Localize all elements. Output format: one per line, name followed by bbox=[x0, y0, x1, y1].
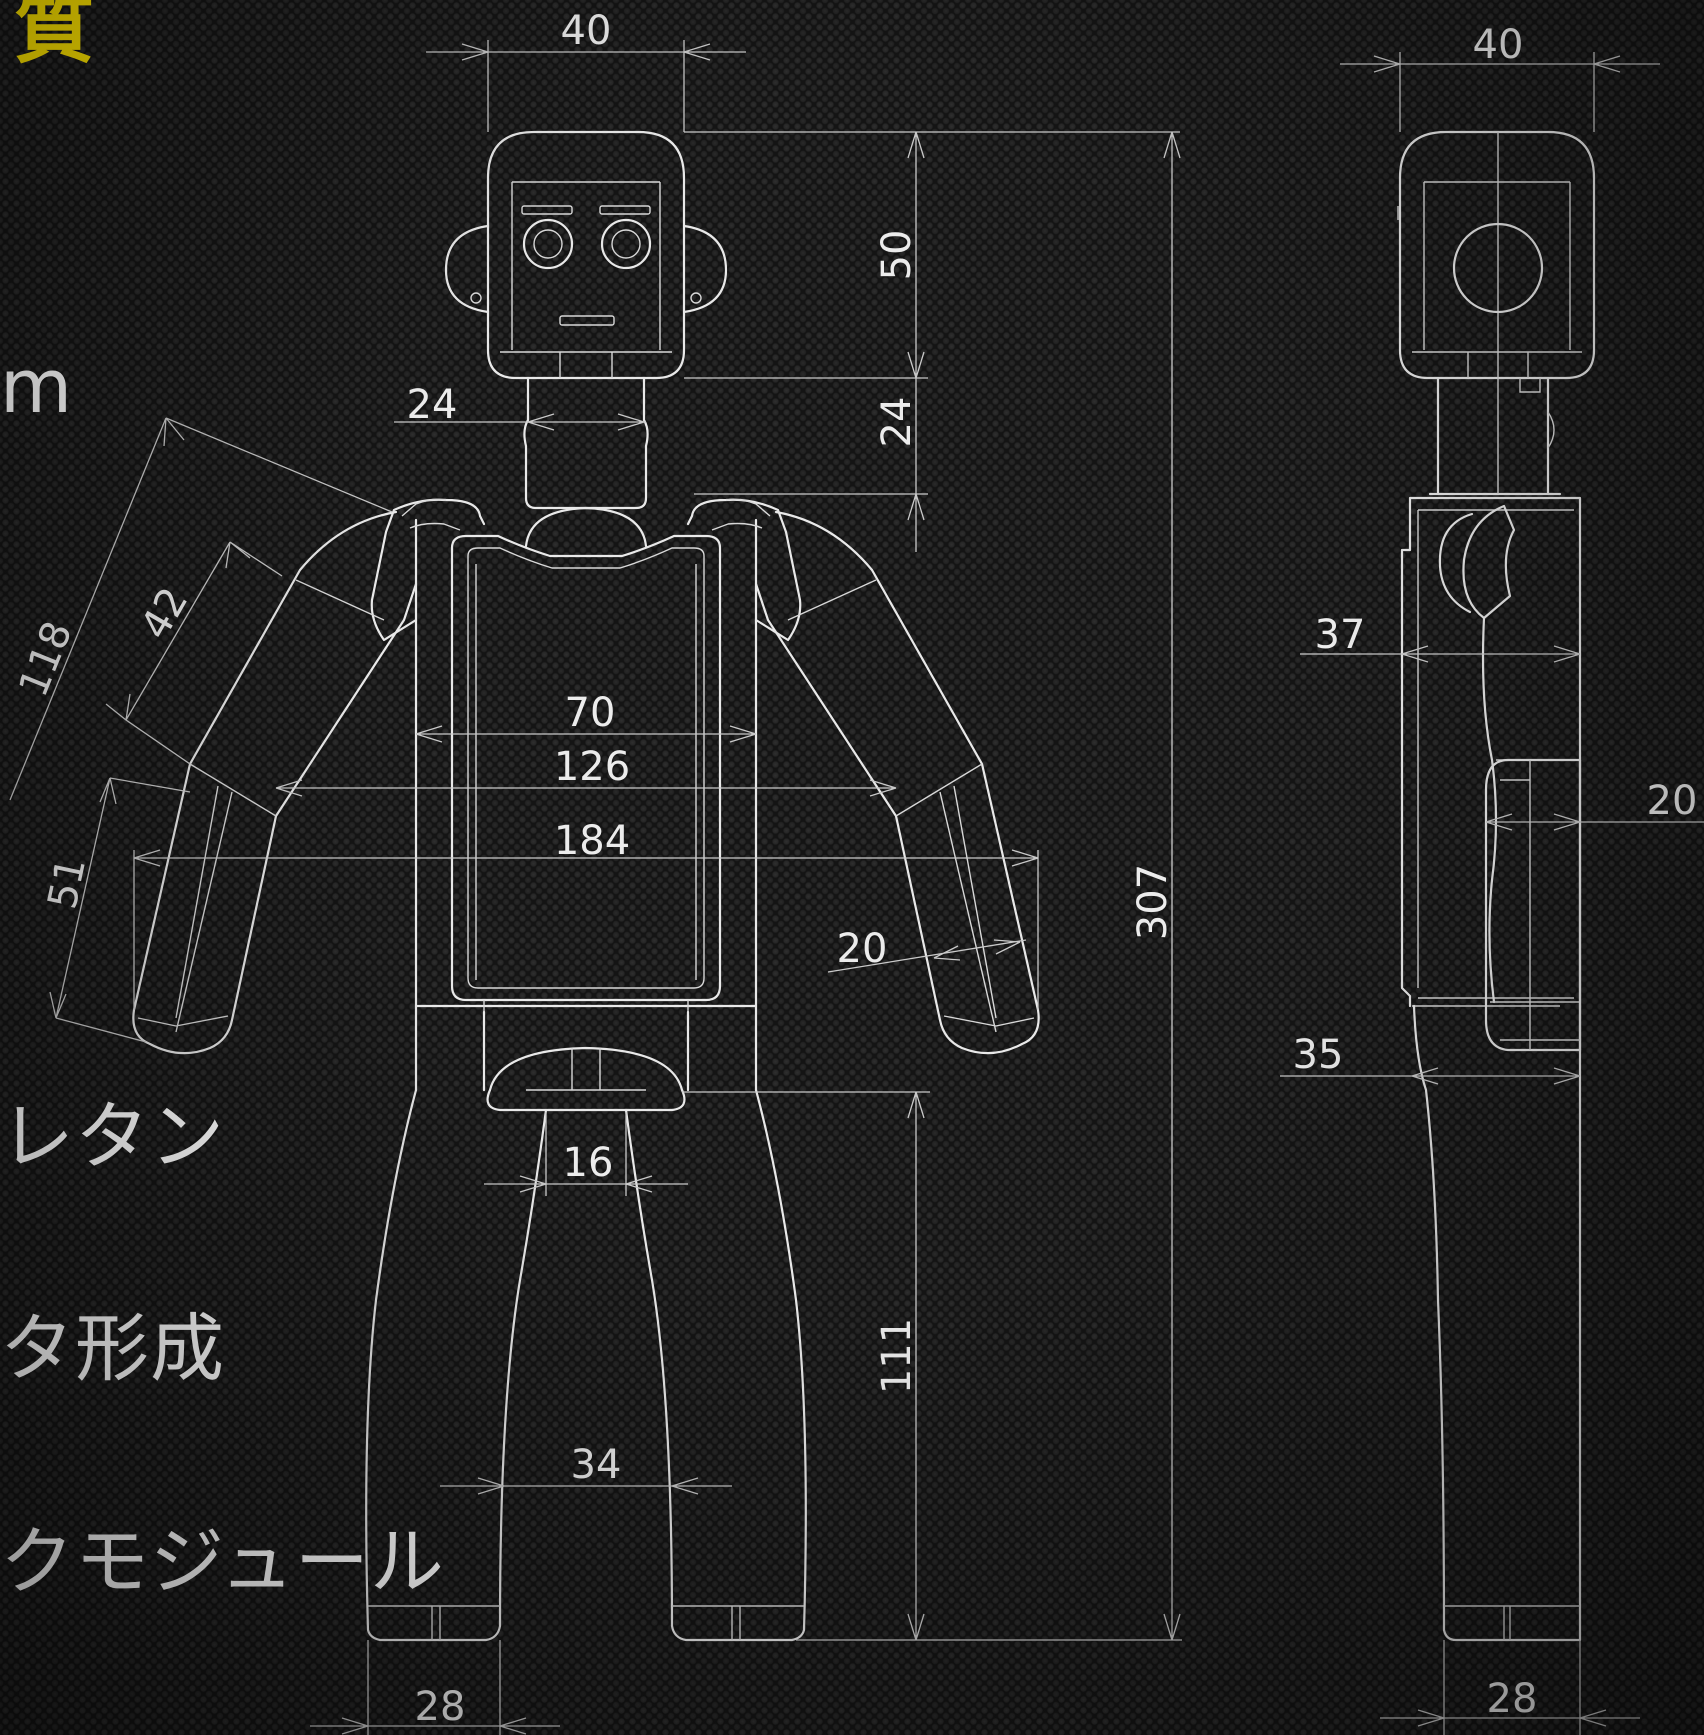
dim-side-hand: 20 bbox=[1647, 778, 1698, 824]
dim-arm-length: 118 bbox=[10, 615, 81, 703]
dim-front-foot-width: 28 bbox=[415, 1684, 466, 1730]
dim-forearm: 51 bbox=[39, 854, 95, 913]
side-head bbox=[1397, 130, 1596, 380]
dim-neck-height: 24 bbox=[874, 397, 920, 448]
dim-side-head-width: 40 bbox=[1473, 22, 1524, 68]
robot-hips bbox=[486, 1046, 686, 1112]
robot-torso bbox=[414, 518, 758, 1092]
front-view: 40 50 24 307 24 118 42 51 70 126 184 20 … bbox=[9, 8, 1182, 1735]
unit-text-fragment: m bbox=[0, 344, 74, 430]
dim-neck-width: 24 bbox=[407, 382, 458, 428]
dim-upper-arm: 42 bbox=[132, 580, 197, 647]
robot-left-leg bbox=[365, 1088, 548, 1642]
side-dimensions bbox=[1280, 52, 1704, 1735]
dim-front-head-width: 40 bbox=[561, 8, 612, 54]
title-fragment: 質 bbox=[14, 0, 95, 74]
dim-leg-width: 34 bbox=[571, 1442, 622, 1488]
dim-chest-width: 70 bbox=[565, 690, 616, 736]
robot-head bbox=[444, 130, 728, 380]
front-dimensions bbox=[9, 40, 1182, 1735]
side-torso bbox=[1400, 496, 1582, 1642]
dim-side-depth-lower: 35 bbox=[1293, 1032, 1344, 1078]
material-text-fragment: レタン bbox=[0, 1094, 225, 1180]
dim-total-height: 307 bbox=[1130, 864, 1176, 940]
side-leg bbox=[1412, 1004, 1582, 1642]
dim-head-height: 50 bbox=[874, 230, 920, 281]
side-neck bbox=[1428, 376, 1562, 496]
dim-shoulder-width: 126 bbox=[554, 744, 630, 790]
dim-side-depth-upper: 37 bbox=[1315, 612, 1366, 658]
dim-leg-height: 111 bbox=[874, 1318, 920, 1394]
robot-right-arm bbox=[686, 498, 1040, 1055]
robot-right-leg bbox=[624, 1088, 807, 1642]
forming-text-fragment: タ形成 bbox=[0, 1306, 225, 1392]
side-view: 40 37 35 20 28 bbox=[1280, 22, 1704, 1735]
dim-side-foot-width: 28 bbox=[1487, 1676, 1538, 1722]
module-text-fragment: クモジュール bbox=[0, 1519, 445, 1605]
robot-neck bbox=[523, 376, 649, 548]
robot-left-arm bbox=[132, 498, 486, 1055]
paren-text-fragment: ) bbox=[0, 428, 4, 502]
dim-crotch-width: 16 bbox=[563, 1140, 614, 1186]
dim-wrist-width: 20 bbox=[837, 926, 888, 972]
dim-arm-span: 184 bbox=[554, 818, 630, 864]
